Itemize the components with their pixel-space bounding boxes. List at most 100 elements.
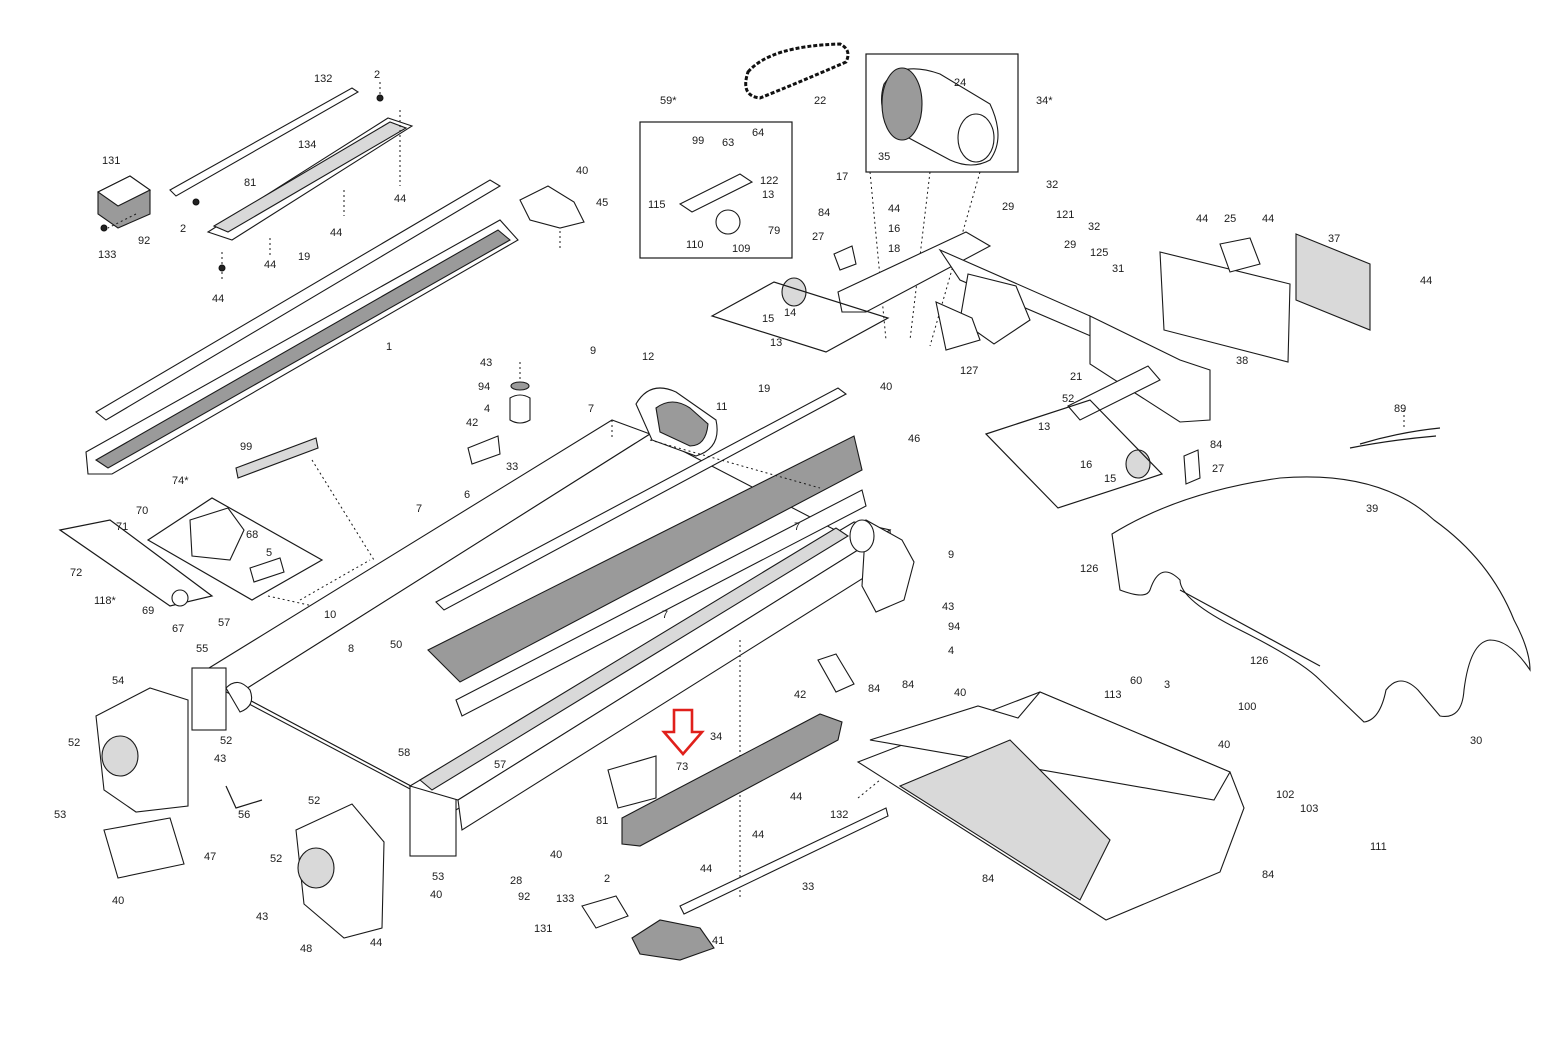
callout: 21 [1070,371,1082,383]
callout: 11 [716,401,727,413]
callout: 133 [98,249,116,261]
callout: 59* [660,95,677,107]
callout: 42 [794,689,806,701]
callout: 43 [214,753,226,765]
callout: 84 [982,873,994,885]
callout: 72 [70,567,82,579]
callout: 32 [1046,179,1058,191]
callout: 73 [676,761,688,773]
callout: 57 [218,617,230,629]
callout: 34* [1036,95,1053,107]
highlight-arrow [661,708,705,756]
callout: 79 [768,225,780,237]
callout: 69 [142,605,154,617]
callout: 55 [196,643,208,655]
callout: 126 [1250,655,1268,667]
base-pan-group [856,691,1245,921]
callout: 53 [54,809,66,821]
callout: 52 [68,737,80,749]
callout: 13 [762,189,774,201]
callout: 103 [1300,803,1318,815]
callout: 40 [576,165,588,177]
callout: 111 [1370,841,1387,853]
callout: 60 [1130,675,1142,687]
callout: 132 [314,73,332,85]
callout: 52 [308,795,320,807]
callout: 94 [478,381,490,393]
callout: 2 [374,69,380,81]
callout: 27 [1212,463,1224,475]
callout: 43 [942,601,954,613]
callout: 131 [534,923,552,935]
callout: 7 [794,521,800,533]
callout: 43 [256,911,268,923]
callout: 29 [1064,239,1076,251]
callout: 43 [480,357,492,369]
callout: 84 [868,683,880,695]
left-center-small-parts [58,362,531,613]
callout: 45 [596,197,608,209]
callout: 40 [550,849,562,861]
callout: 84 [902,679,914,691]
callout: 53 [432,871,444,883]
front-frame-motor-group [639,42,1211,509]
callout: 40 [112,895,124,907]
callout: 58 [398,747,410,759]
callout: 127 [960,365,978,377]
callout: 41 [712,935,724,947]
callout: 81 [244,177,256,189]
callout: 99 [240,441,252,453]
callout: 44 [752,829,764,841]
callout: 68 [246,529,258,541]
motor-hood-group [1111,476,1531,723]
callout: 16 [1080,459,1092,471]
callout: 13 [1038,421,1050,433]
callout: 44 [370,937,382,949]
callout: 92 [518,891,530,903]
callout: 14 [784,307,796,319]
callout: 126 [1080,563,1098,575]
part-number-callouts: 132 2 131 134 81 92 133 2 44 44 44 44 40… [54,69,1482,955]
callout: 100 [1238,701,1256,713]
callout: 32 [1088,221,1100,233]
callout: 81 [596,815,608,827]
callout: 44 [700,863,712,875]
callout: 67 [172,623,184,635]
callout: 56 [238,809,250,821]
callout: 19 [298,251,310,263]
callout: 44 [1262,213,1274,225]
callout: 131 [102,155,120,167]
callout: 34 [710,731,722,743]
callout: 2 [180,223,186,235]
callout: 44 [212,293,224,305]
callout: 17 [836,171,848,183]
callout: 29 [1002,201,1014,213]
callout: 63 [722,137,734,149]
callout: 33 [506,461,518,473]
callout: 38 [1236,355,1248,367]
callout: 7 [662,609,668,621]
callout: 44 [888,203,900,215]
callout: 64 [752,127,764,139]
callout: 33 [802,881,814,893]
callout: 15 [1104,473,1116,485]
callout: 42 [466,417,478,429]
main-frame-group [191,387,915,900]
callout: 133 [556,893,574,905]
callout: 44 [1420,275,1432,287]
callout: 44 [330,227,342,239]
callout: 3 [1164,679,1170,691]
callout: 40 [1218,739,1230,751]
callout: 44 [394,193,406,205]
callout: 44 [790,791,802,803]
callout: 40 [430,889,442,901]
callout: 52 [270,853,282,865]
callout: 109 [732,243,750,255]
callout: 24 [954,77,966,89]
callout: 94 [948,621,960,633]
callout: 52 [1062,393,1074,405]
left-side-rail-group [85,179,585,475]
callout: 4 [948,645,954,657]
callout: 125 [1090,247,1108,259]
